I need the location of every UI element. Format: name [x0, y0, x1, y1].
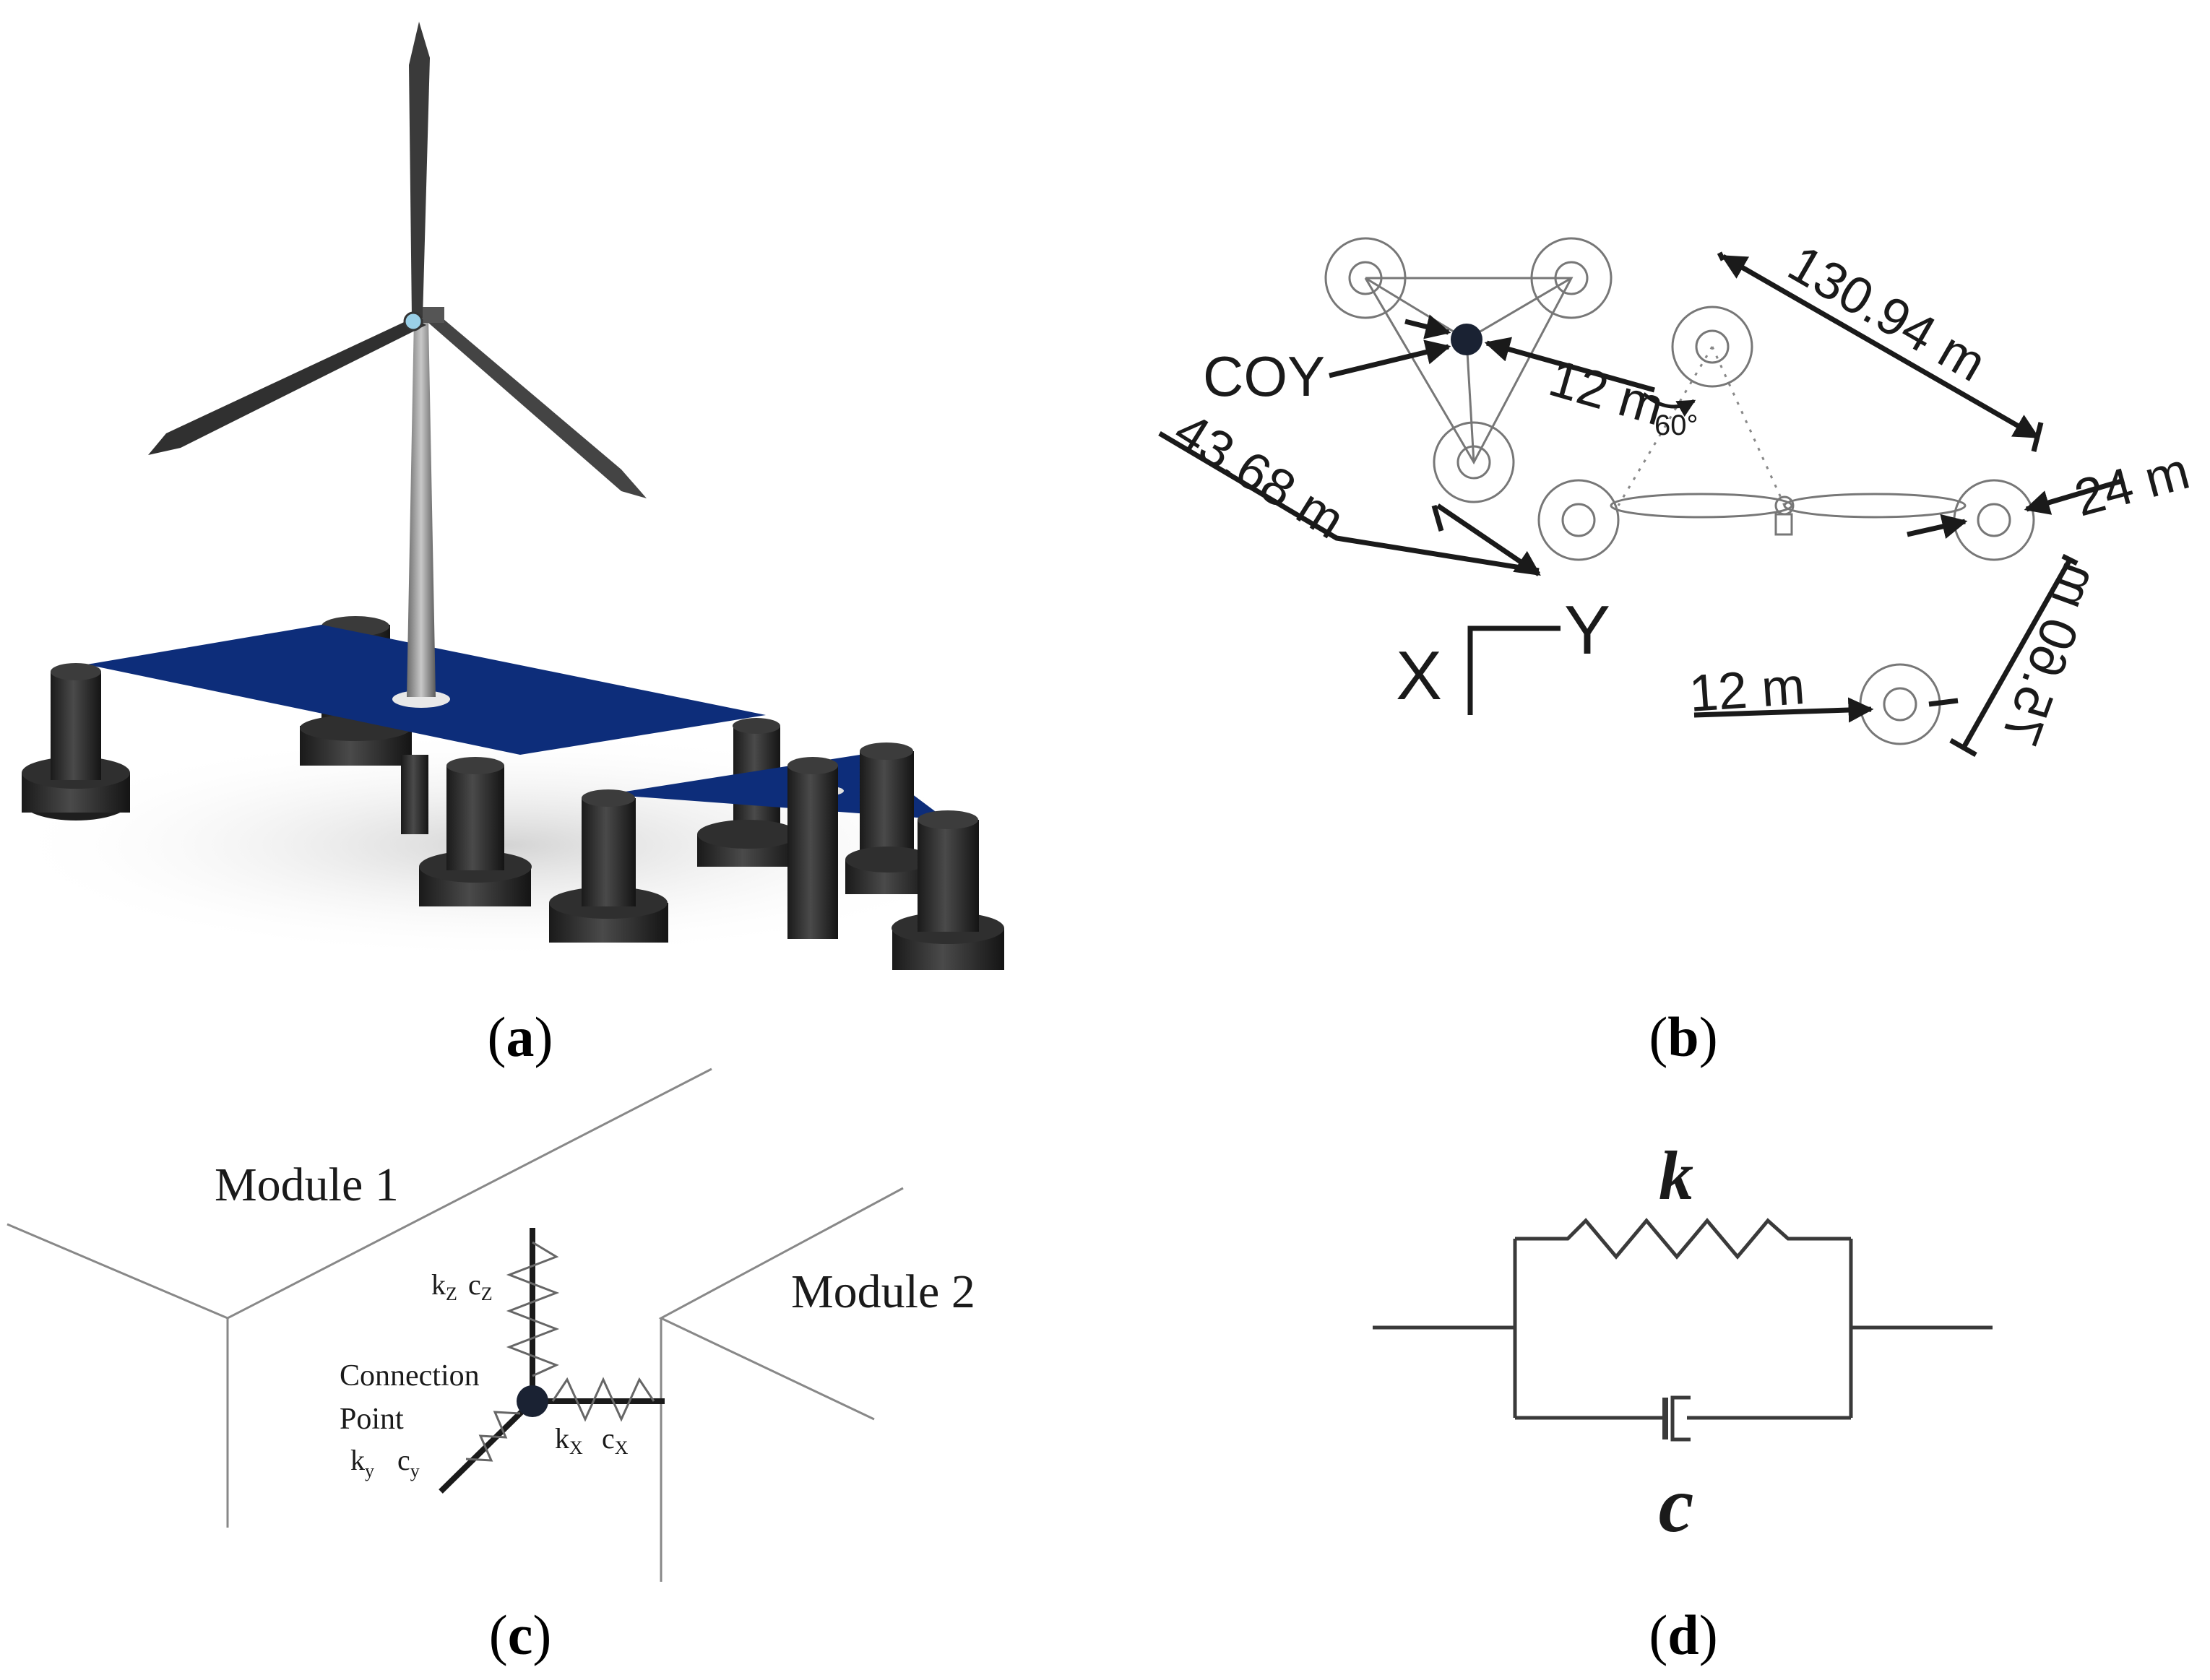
dim-75-60: 75.60 m: [1990, 556, 2109, 753]
spring-k-label: k: [1659, 1137, 1693, 1214]
connection-label: Connection: [340, 1359, 480, 1393]
cy-label: cy: [397, 1444, 420, 1481]
panel-c-connection: Module 1 Module 2 Connection Point kZ cZ…: [7, 1068, 975, 1582]
module1-buoys: [1324, 237, 1613, 503]
xy-axes: [1467, 625, 1561, 715]
column-front-center: [419, 757, 532, 906]
panel-d-caption: (d): [1649, 1603, 1717, 1666]
dim-12m-top: 12 m: [1543, 349, 1670, 436]
axis-y-label: Y: [1564, 592, 1610, 669]
rotor-plan: [1610, 493, 1967, 536]
coy-point: [1451, 324, 1482, 355]
turbine-rotor: [148, 22, 647, 498]
ky-label: ky: [350, 1444, 374, 1481]
spring-symbol: [1515, 1218, 1851, 1260]
panel-a-illustration: [0, 22, 1011, 970]
column-front-left: [22, 663, 130, 820]
panel-c-caption: (c): [489, 1603, 552, 1666]
dim-43-68: 43.68 m: [1165, 402, 1355, 550]
dim-12m-bottom: 12 m: [1688, 657, 1807, 723]
angle-label: 60°: [1654, 410, 1698, 441]
kx-label: kX: [555, 1422, 583, 1458]
column-front-module2-right: [892, 810, 1004, 970]
kz-label: kZ: [431, 1268, 457, 1304]
panel-d-spring-damper: [1373, 1218, 1993, 1442]
point-label: Point: [340, 1403, 404, 1436]
dim-130-94: 130.94 m: [1779, 235, 1995, 393]
column-module2-mid: [787, 757, 838, 939]
column-front-module2-left: [549, 789, 668, 943]
module2-label: Module 2: [791, 1265, 975, 1318]
turbine-tower: [392, 318, 450, 708]
connection-point-dot: [517, 1385, 548, 1417]
dim-24m: 24 m: [2068, 442, 2195, 528]
coy-label: COY: [1203, 345, 1325, 408]
damper-c-label: c: [1659, 1460, 1694, 1549]
panel-b-plan: 60° COY 12 m 130.94 m 43.68 m 24 m 75.60…: [1158, 235, 2196, 758]
cz-label: cZ: [468, 1268, 493, 1304]
cx-label: cX: [602, 1422, 629, 1458]
panel-a-caption: (a): [488, 1005, 553, 1068]
panel-b-caption: (b): [1649, 1005, 1717, 1068]
damper-symbol: [1662, 1395, 1691, 1442]
axis-x-label: X: [1396, 637, 1442, 714]
module1-label: Module 1: [215, 1159, 399, 1211]
